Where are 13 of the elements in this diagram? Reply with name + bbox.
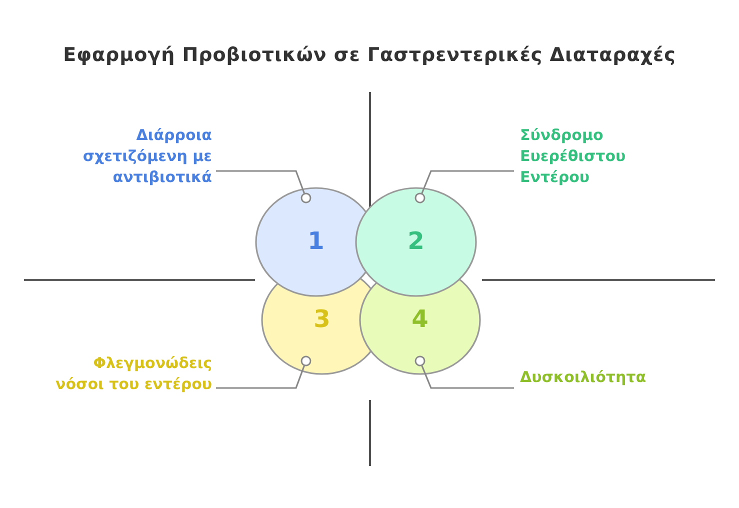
callout-text: Διάρροια σχετιζόμενη με αντιβιοτικά (60, 125, 212, 188)
leader-line (414, 356, 514, 389)
callout-text: Δυσκοιλιότητα (520, 367, 680, 388)
circle-number: 3 (310, 305, 334, 333)
circle-number: 4 (408, 305, 432, 333)
circle-number: 2 (404, 227, 428, 255)
diagram-title: Εφαρμογή Προβιοτικών σε Γαστρεντερικές Διαταραχές (62, 44, 677, 66)
leader-line (414, 170, 514, 204)
leader-line (216, 356, 312, 389)
leader-line (216, 170, 312, 204)
callout-text: Σύνδρομο Ευερέθιστου Εντέρου (520, 125, 670, 188)
callout-text: Φλεγμονώδεις νόσοι του εντέρου (40, 353, 212, 395)
circle-number: 1 (304, 227, 328, 255)
